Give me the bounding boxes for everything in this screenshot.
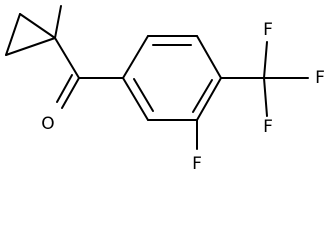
trifluoromethyl-group bbox=[263, 41, 309, 117]
methyl-bond bbox=[54, 5, 62, 39]
oxygen-atom-label: O bbox=[41, 114, 54, 134]
bond bbox=[196, 35, 222, 79]
bond bbox=[19, 13, 56, 39]
carbonyl-double-bond bbox=[56, 74, 80, 109]
bond bbox=[56, 74, 73, 103]
bond bbox=[263, 77, 268, 117]
aromatic-inner-bond bbox=[133, 78, 154, 112]
fluorine-atom-label: F bbox=[315, 68, 325, 88]
bond bbox=[196, 77, 222, 121]
bond bbox=[61, 77, 80, 109]
fluorine-atom-label: F bbox=[263, 117, 273, 137]
bond bbox=[5, 37, 56, 56]
fluorine-atom-label: F bbox=[263, 20, 273, 40]
bond bbox=[122, 35, 149, 79]
bond bbox=[54, 37, 80, 79]
aromatic-inner-bond bbox=[192, 79, 213, 113]
molecule-structure: O F F F F bbox=[5, 5, 325, 174]
bond bbox=[263, 41, 268, 79]
cyclopropane-ring bbox=[5, 13, 56, 56]
fluorine-atom-label: F bbox=[192, 154, 202, 174]
bond bbox=[5, 13, 21, 56]
bond bbox=[122, 77, 149, 121]
benzene-ring bbox=[122, 35, 222, 121]
